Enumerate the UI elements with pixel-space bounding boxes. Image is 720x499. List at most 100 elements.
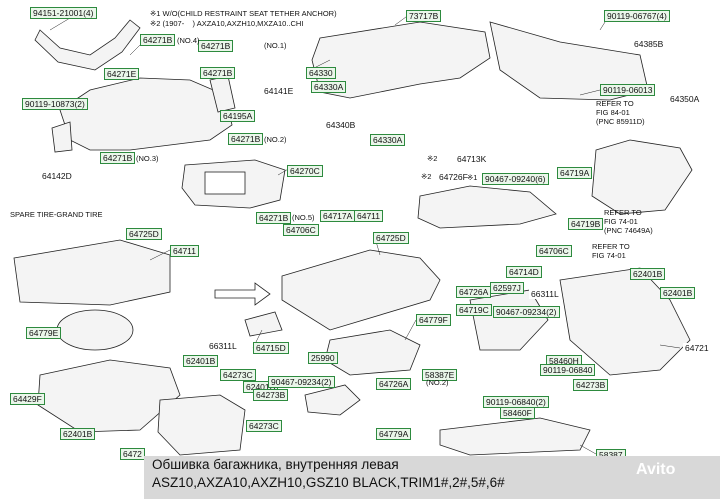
note-refer-84-01: REFER TO FIG 84-01 (PNC 85911D) [596,99,645,126]
part-64385b: 64385B [632,39,666,49]
small-clip-shape [51,121,73,153]
part-64706c-b: 64706C [536,245,572,257]
rear-sill-shape [439,417,591,456]
note-x2-b: ※2 [421,172,432,181]
note-x2-a: ※2 [427,154,438,163]
note-w-o-child-seat: ※1 W/O(CHILD RESTRAINT SEAT TETHER ANCHO… [150,9,337,18]
note-refer-74-01-b: REFER TO FIG 74-01 [592,242,630,260]
part-58387e-a: 58387E [422,369,458,381]
part-64271b-a: 64271B [200,67,236,79]
part-64711: 64711 [354,210,384,222]
leader-line [149,249,171,261]
leader-line [49,17,71,31]
part-90119-06840-a: 90119-06840 [540,364,596,376]
part-62401b-c: 62401B [183,355,219,367]
part-64714d: 64714D [506,266,542,278]
floor-mat-shape [281,249,441,331]
part-64142d: 64142D [40,171,74,181]
part-64779e: 64779E [26,327,62,339]
part-64719c: 64719C [456,304,492,316]
part-64350a: 64350A [668,94,702,104]
trim-strip-shape [34,19,141,71]
note-spare-tire: SPARE TIRE-GRAND TIRE [10,210,103,219]
part-64779a: 64779A [376,428,412,440]
part-64271b-n4-b: 64271B [198,40,234,52]
part-90467-09234-b: 90467-09234(2) [268,376,335,388]
part-64340b: 64340B [324,120,358,130]
cargo-mat-shape [13,239,171,306]
part-64713k: 64713K [455,154,489,164]
part-64273b-a: 64273B [573,379,609,391]
part-90119-10873: 90119-10873(2) [22,98,88,110]
part-62597j: 62597J [490,282,524,294]
part-62401b-a: 62401B [630,268,666,280]
flow-arrow-shape [214,282,271,306]
part-64141e: 64141E [262,86,296,96]
part-64429f: 64429F [10,393,45,405]
part-64273b-b: 64273B [253,389,289,401]
note-n3: (NO.3) [136,154,159,163]
lower-right-box-shape [469,289,549,351]
leader-line [579,89,601,96]
left-trim-panel-shape [59,77,233,151]
part-73717b: 73717B [406,10,442,22]
leader-line [659,344,681,349]
part-64273c-b: 64273C [246,420,282,432]
part-64271b-n3: 64271B [100,152,136,164]
part-64273c-a: 64273C [220,369,256,381]
part-64726a-b: 64726A [376,378,412,390]
part-66311l-b: 66311L [207,341,239,351]
note-n2: (NO.2) [264,135,287,144]
part-64726f: 64726F [437,172,470,182]
part-90119-06013: 90119-06013 [600,84,656,96]
part-62401b-e: 62401B [60,428,96,440]
part-64271b-n5: 64271B [256,212,292,224]
avito-watermark: Avito [636,461,676,478]
part-64779f: 64779F [416,314,451,326]
part-64721: 64721 [683,343,711,353]
part-58460f: 58460F [500,407,535,419]
note-n5: (NO.5) [292,213,315,222]
leader-line [404,319,417,341]
part-90119-06767: 90119-06767(4) [604,10,670,22]
part-64719a: 64719A [557,167,593,179]
part-64330: 64330 [306,67,336,79]
part-64722: 6472 [120,448,145,460]
part-25990: 25990 [308,352,338,364]
deck-board-shape [417,185,557,229]
note-x1: ※1 [467,173,478,182]
part-62401b-b: 62401B [660,287,696,299]
part-64330a-a: 64330A [311,81,347,93]
mat-flap-shape [244,311,283,337]
part-64706c-a: 64706C [283,224,319,236]
part-64725d-a: 64725D [126,228,162,240]
part-64717a: 64717A [320,210,356,222]
part-64711-b: 64711 [170,245,200,257]
part-64726a: 64726A [456,286,492,298]
clip-group-shape [304,384,361,416]
part-90467-09240: 90467-09240(6) [482,173,549,185]
note-n4: (NO.4) [177,36,200,45]
note-refer-74-01-a: REFER TO FIG 74-01 (PNC 74649A) [604,208,653,235]
part-64725d-b: 64725D [373,232,409,244]
note-1907: ※2 (1907- ) AXZA10,AXZH10,MXZA10..CHI [150,19,304,28]
part-94151-21001: 94151-21001(4) [30,7,97,19]
listing-caption: Обшивка багажника, внутренняя левая ASZ1… [144,456,720,499]
note-no2-b: (NO.2) [426,378,449,387]
part-64271e-a: 64271E [104,68,140,80]
part-90467-09234-a: 90467-09234(2) [493,306,560,318]
part-64270c: 64270C [287,165,323,177]
part-64271b-n4: 64271B [140,34,176,46]
part-64271b-n2: 64271B [228,133,264,145]
part-64195a: 64195A [220,110,256,122]
note-n1: (NO.1) [264,41,287,50]
caption-line-1: Обшивка багажника, внутренняя левая [152,457,399,472]
part-64719b: 64719B [568,218,604,230]
leader-line [579,444,597,455]
spare-tire-foam-shape [56,309,134,351]
part-64330a-b: 64330A [370,134,406,146]
rear-box-shape [157,394,246,456]
part-64715d: 64715D [253,342,289,354]
